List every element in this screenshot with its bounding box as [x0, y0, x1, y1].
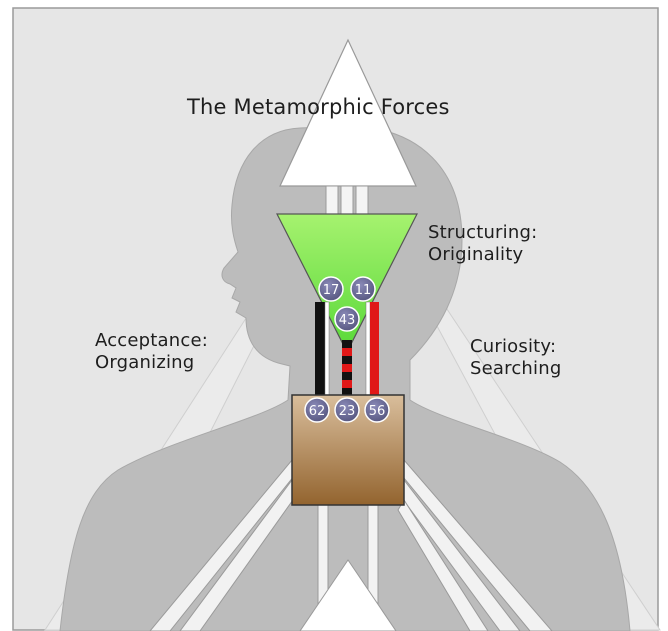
gate-23-label: 23 [339, 404, 356, 419]
gate-62: 62 [304, 397, 330, 423]
gate-17-label: 17 [323, 283, 340, 298]
gate-23: 23 [334, 397, 360, 423]
channel-43-23-stripe-3 [342, 380, 352, 388]
channel-43-23-stripe-2 [342, 364, 352, 372]
channel-11-56-edge [365, 301, 371, 399]
structuring-label-line1: Structuring: [428, 222, 538, 243]
curiosity-label: Curiosity: Searching [470, 336, 561, 380]
channel-17-62-edge [324, 301, 330, 399]
curiosity-label-line1: Curiosity: [470, 336, 557, 357]
structuring-label-line2: Originality [428, 244, 524, 265]
channel-17-62 [315, 302, 325, 398]
ajna-center-triangle [276, 213, 418, 354]
gate-43: 43 [334, 306, 360, 332]
diagram-title: The Metamorphic Forces [187, 95, 450, 119]
acceptance-label-line1: Acceptance: [95, 330, 209, 351]
head-channel-right [355, 185, 369, 217]
gate-56: 56 [364, 397, 390, 423]
channel-43-23-stripe-1 [342, 348, 352, 356]
acceptance-label-line2: Organizing [95, 352, 195, 373]
gate-11-label: 11 [355, 283, 372, 298]
gate-56-label: 56 [369, 404, 386, 419]
gate-62-label: 62 [309, 404, 326, 419]
structuring-label: Structuring: Originality [428, 222, 537, 266]
gate-11: 11 [350, 276, 376, 302]
gate-43-label: 43 [339, 313, 356, 328]
head-channel-mid [340, 185, 354, 217]
acceptance-label: Acceptance: Organizing [95, 330, 208, 374]
lower-channels [149, 459, 553, 631]
head-channel-left [325, 185, 339, 217]
curiosity-label-line2: Searching [470, 358, 562, 379]
gate-17: 17 [318, 276, 344, 302]
channel-11-56 [370, 302, 379, 398]
